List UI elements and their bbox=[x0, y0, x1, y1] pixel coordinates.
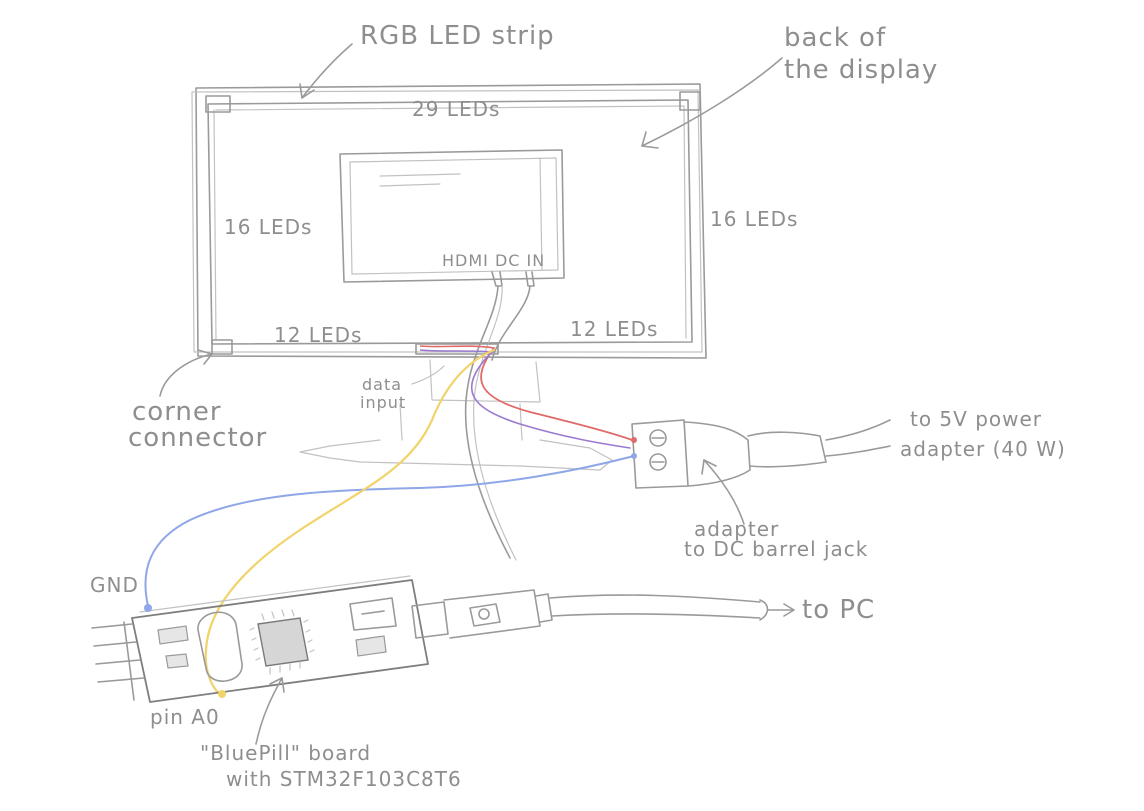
label-bottom-left-leds: 12 LEDs bbox=[274, 323, 362, 347]
label-to-5v-power: to 5V power bbox=[910, 407, 1042, 431]
label-bottom-right-leds: 12 LEDs bbox=[570, 317, 658, 341]
label-right-leds: 16 LEDs bbox=[710, 207, 798, 231]
label-dc-barrel-jack: to DC barrel jack bbox=[684, 537, 868, 561]
label-the-display: the display bbox=[784, 55, 938, 85]
label-gnd: GND bbox=[90, 573, 139, 597]
label-pin-a0: pin A0 bbox=[150, 705, 220, 729]
label-connector: connector bbox=[128, 423, 267, 453]
usb-connector bbox=[412, 590, 794, 638]
label-left-leds: 16 LEDs bbox=[224, 215, 312, 239]
barrel-jack-adapter bbox=[631, 420, 890, 488]
bluepill-board bbox=[92, 576, 428, 702]
label-adapter-40w: adapter (40 W) bbox=[900, 437, 1066, 461]
label-back-of: back of bbox=[784, 23, 886, 53]
label-to-pc: to PC bbox=[802, 595, 875, 625]
label-stm32: with STM32F103C8T6 bbox=[226, 767, 462, 791]
label-data: data bbox=[362, 375, 402, 394]
display-stand bbox=[300, 360, 612, 470]
label-ports: HDMI DC IN bbox=[442, 251, 545, 270]
label-input: input bbox=[360, 393, 406, 412]
label-bluepill-board: "BluePill" board bbox=[200, 741, 371, 765]
label-top-leds: 29 LEDs bbox=[412, 97, 500, 121]
label-rgb-led-strip: RGB LED strip bbox=[360, 21, 555, 51]
